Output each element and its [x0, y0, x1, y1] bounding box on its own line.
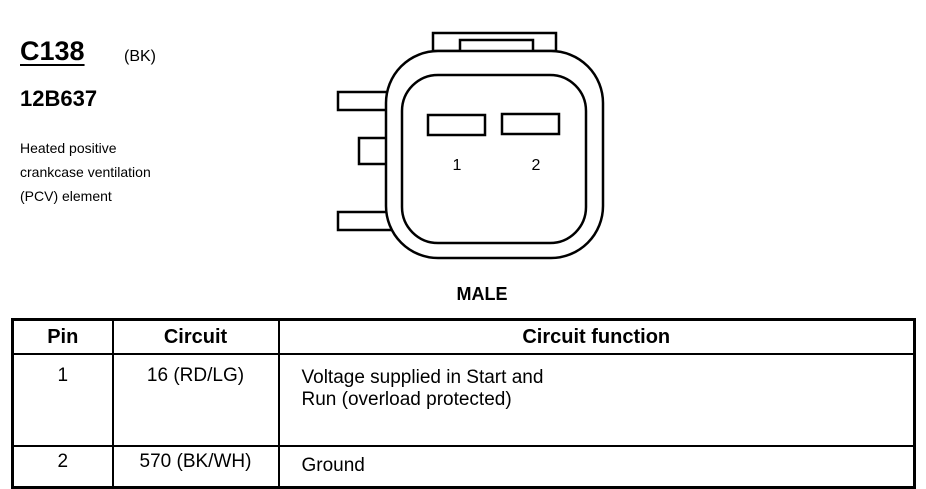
function-line: Voltage supplied in Start and: [301, 367, 544, 388]
table-row: 2 570 (BK/WH) Ground: [11, 445, 916, 489]
description-line: crankcase ventilation: [20, 164, 151, 180]
mounting-tab-top: [336, 90, 396, 112]
pin-2-label: 2: [532, 157, 541, 174]
mounting-tab-middle: [357, 136, 386, 166]
table-header-row: Pin Circuit Circuit function: [11, 318, 916, 355]
pin-1-terminal: [426, 113, 487, 137]
circuit-cell: 570 (BK/WH): [111, 445, 280, 489]
table-row: 1 16 (RD/LG) Voltage supplied in Start a…: [11, 353, 916, 447]
connector-description: Heated positive crankcase ventilation (P…: [20, 136, 220, 208]
pin-cell: 2: [11, 445, 114, 489]
connector-gender-label: MALE: [456, 284, 508, 304]
function-line: Run (overload protected): [301, 389, 512, 410]
connector-face-diagram: 1 2: [336, 31, 605, 260]
pin-1-label: 1: [453, 157, 462, 174]
circuit-function-cell: Voltage supplied in Start and Run (overl…: [277, 353, 916, 447]
connector-color: (BK): [124, 48, 156, 65]
header-pin: Pin: [11, 318, 114, 355]
description-line: Heated positive: [20, 140, 117, 156]
description-line: (PCV) element: [20, 188, 112, 204]
header-circuit-function: Circuit function: [277, 318, 916, 355]
circuit-cell: 16 (RD/LG): [111, 353, 280, 447]
pin-2-terminal: [500, 112, 561, 136]
connector-id: C138: [20, 36, 85, 66]
part-number: 12B637: [20, 86, 98, 111]
header-circuit: Circuit: [111, 318, 280, 355]
connector-housing-inner: [400, 73, 588, 245]
pin-cell: 1: [11, 353, 114, 447]
mounting-tab-bottom: [336, 210, 396, 232]
pin-table: Pin Circuit Circuit function 1 16 (RD/LG…: [11, 318, 916, 489]
circuit-function-cell: Ground: [277, 445, 916, 489]
function-line: Ground: [301, 455, 365, 476]
